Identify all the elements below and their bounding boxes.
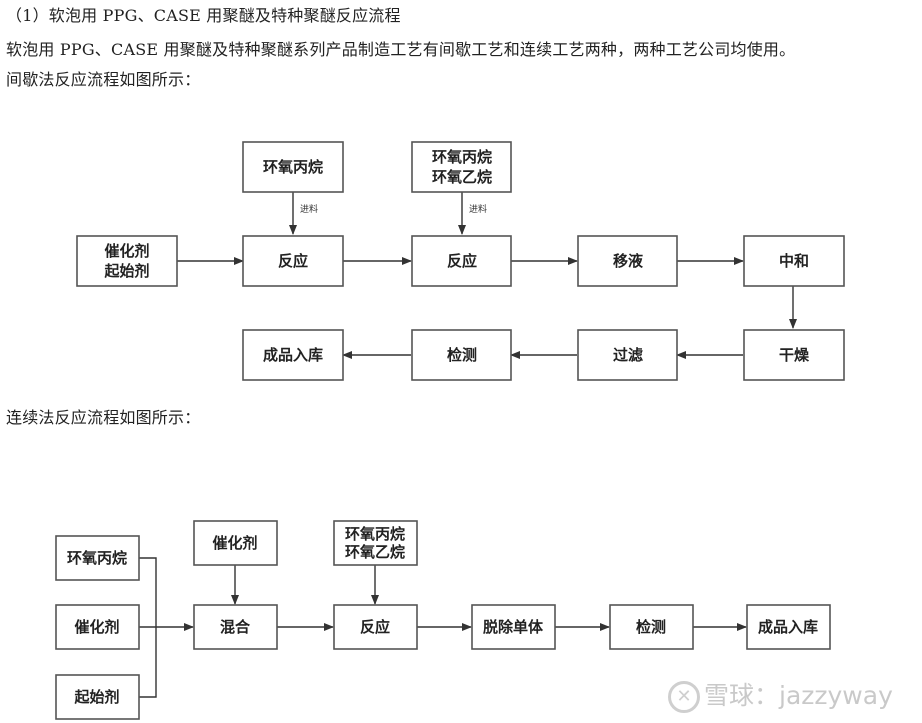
batch-node-react1: 反应 — [242, 235, 344, 287]
batch-node-transfer: 移液 — [577, 235, 678, 287]
cont-node-cat: 催化剂 — [55, 604, 140, 650]
node-label: 催化剂 — [74, 618, 119, 636]
node-label: 起始剂 — [73, 688, 119, 706]
batch-node-filter: 过滤 — [577, 329, 678, 381]
node-label: 环氧丙烷 — [67, 549, 127, 567]
cont-node-react: 反应 — [333, 604, 418, 650]
batch-node-store: 成品入库 — [242, 329, 344, 381]
cont-node-po: 环氧丙烷 — [55, 535, 140, 581]
node-label: 反应 — [447, 252, 477, 270]
node-label: 成品入库 — [263, 346, 323, 364]
cont-node-feed: 环氧丙烷 环氧乙烷 — [333, 520, 418, 566]
section-heading: （1）软泡用 PPG、CASE 用聚醚及特种聚醚反应流程 — [6, 6, 401, 25]
batch-node-feed2: 环氧丙烷 环氧乙烷 — [411, 141, 512, 193]
batch-caption: 间歇法反应流程如图所示： — [6, 70, 201, 89]
batch-connectors: 进料 进料 — [177, 192, 797, 359]
cont-node-mix: 混合 — [193, 604, 278, 650]
continuous-caption: 连续法反应流程如图所示： — [6, 408, 201, 427]
node-label: 脱除单体 — [483, 618, 544, 636]
batch-node-start: 催化剂 起始剂 — [76, 235, 178, 287]
cont-node-store: 成品入库 — [746, 604, 831, 650]
cont-node-inspect: 检测 — [609, 604, 694, 650]
feed-label-1: 进料 — [300, 203, 318, 215]
node-label: 反应 — [360, 618, 390, 636]
watermark-text: 雪球：jazzyway — [704, 681, 893, 710]
batch-node-feed1: 环氧丙烷 — [242, 141, 344, 193]
node-label: 催化剂 — [212, 534, 257, 552]
node-label: 反应 — [278, 252, 308, 270]
node-label: 移液 — [613, 252, 644, 270]
batch-node-neutralize: 中和 — [743, 235, 845, 287]
node-label: 检测 — [447, 346, 477, 364]
continuous-connectors — [139, 557, 747, 698]
node-label: 环氧丙烷 — [432, 148, 492, 166]
node-label: 过滤 — [613, 346, 643, 364]
node-label: 中和 — [779, 252, 809, 270]
watermark: ✕雪球：jazzyway — [668, 676, 893, 713]
batch-node-dry: 干燥 — [743, 329, 845, 381]
intro-paragraph: 软泡用 PPG、CASE 用聚醚及特种聚醚系列产品制造工艺有间歇工艺和连续工艺两… — [6, 40, 796, 59]
cont-node-strip: 脱除单体 — [471, 604, 556, 650]
cont-node-init: 起始剂 — [55, 674, 140, 720]
node-label: 环氧丙烷 — [263, 158, 323, 176]
xueqiu-logo-icon: ✕ — [668, 681, 700, 713]
node-label: 干燥 — [779, 346, 810, 364]
node-label: 混合 — [220, 618, 251, 636]
feed-label-2: 进料 — [469, 203, 487, 215]
node-label: 起始剂 — [103, 262, 149, 280]
cont-node-cat2: 催化剂 — [193, 520, 278, 566]
node-label: 环氧乙烷 — [345, 543, 405, 561]
node-label: 检测 — [636, 618, 666, 636]
node-label: 催化剂 — [104, 242, 149, 260]
node-label: 环氧丙烷 — [345, 525, 405, 543]
node-label: 环氧乙烷 — [432, 168, 492, 186]
batch-node-inspect: 检测 — [411, 329, 512, 381]
batch-node-react2: 反应 — [411, 235, 512, 287]
node-label: 成品入库 — [758, 618, 818, 636]
